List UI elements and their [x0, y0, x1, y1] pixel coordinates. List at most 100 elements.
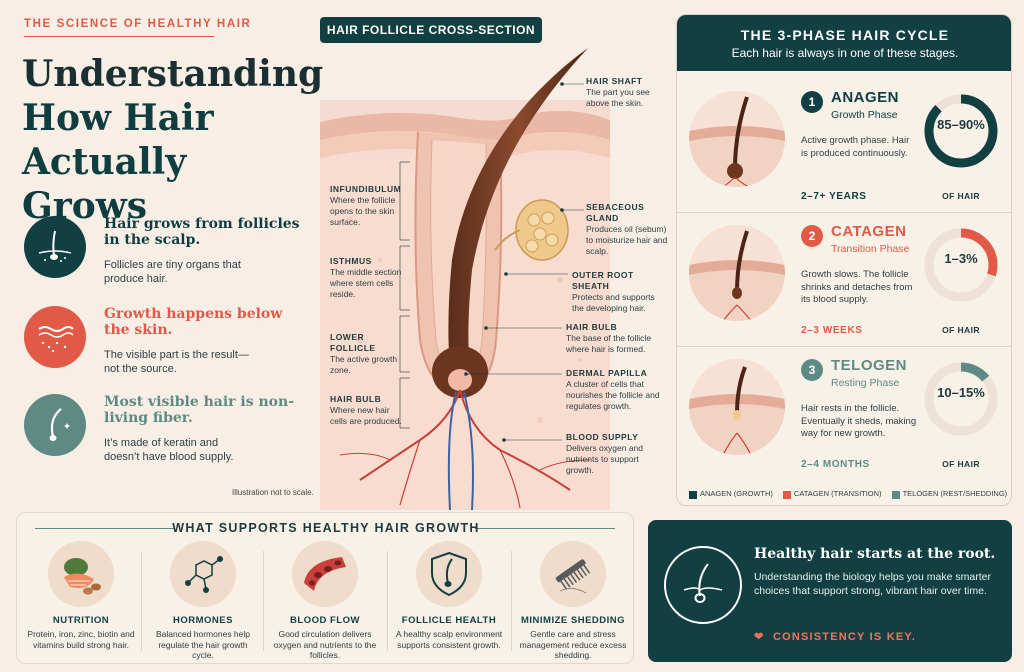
phase-anagen: 1 ANAGEN Growth Phase Active growth phas… [677, 79, 1011, 213]
phase-subtitle: Transition Phase [831, 243, 910, 255]
cycle-title: THE 3-PHASE HAIR CYCLE [740, 27, 950, 43]
phase-ring [924, 362, 998, 436]
catagen-illustration [689, 225, 785, 321]
phase-description: Hair rests in the follicle. Eventually i… [801, 403, 917, 439]
kicker: THE SCIENCE OF HEALTHY HAIR [24, 18, 252, 30]
title-line-3: Actually Grows [22, 141, 187, 227]
ring-fill [924, 362, 998, 436]
phase-catagen: 2 CATAGEN Transition Phase Growth slows.… [677, 213, 1011, 347]
anagen-illustration [689, 91, 785, 187]
phase-ring [924, 228, 998, 302]
telogen-illustration [689, 359, 785, 455]
divider [511, 551, 512, 651]
support-name: FOLLICLE HEALTH [401, 615, 497, 626]
phase-ring [924, 94, 998, 168]
fact-body: Follicles are tiny organs that produce h… [104, 259, 241, 285]
support-item-blood-flow: BLOOD FLOW Good circulation delivers oxy… [265, 541, 385, 661]
phase-duration: 2–7+ YEARS [801, 191, 867, 202]
fact-heading: Most visible hair is non-living fiber. [104, 394, 294, 426]
phase-number: 2 [801, 225, 823, 247]
shield-follicle-icon [416, 541, 482, 607]
support-name: BLOOD FLOW [290, 615, 360, 626]
phase-percentage: 10–15% [937, 385, 985, 400]
hair-strand-icon [24, 394, 86, 456]
fact-body: The visible part is the result—not the s… [104, 349, 249, 375]
root-callout: Healthy hair starts at the root. Underst… [648, 520, 1012, 662]
scale-note: Illustration not to scale. [232, 488, 314, 497]
heart-icon: ❤ [754, 631, 765, 643]
callout-heading: Healthy hair starts at the root. [754, 546, 996, 562]
legend-item: ANAGEN (GROWTH) [689, 489, 773, 499]
fact-body: It’s made of keratin and doesn’t have bl… [104, 437, 234, 463]
fact-heading: Hair grows from follicles in the scalp. [104, 216, 300, 248]
title-line-2: How Hair [22, 97, 214, 139]
molecule-icon [170, 541, 236, 607]
phase-percentage: 85–90% [937, 117, 985, 132]
phase-subtitle: Growth Phase [831, 109, 898, 121]
phase-description: Growth slows. The follicle shrinks and d… [801, 269, 913, 305]
hair-cycle-panel: THE 3-PHASE HAIR CYCLE Each hair is alwa… [676, 14, 1012, 506]
support-description: Good circulation delivers oxygen and nut… [273, 629, 377, 660]
support-item-minimize-shedding: MINIMIZE SHEDDING Gentle care and stress… [513, 541, 633, 661]
follicle-icon [24, 216, 86, 278]
phase-percentage: 1–3% [944, 251, 978, 266]
dermal-papilla [448, 369, 472, 391]
title-line-1: Understanding [22, 53, 324, 95]
leader-lines [399, 82, 584, 442]
fact-item: Growth happens below the skin. The visib… [24, 306, 324, 376]
kicker-divider [24, 36, 214, 37]
phase-duration: 2–3 WEEKS [801, 325, 863, 336]
divider [387, 551, 388, 651]
support-description: A healthy scalp environment supports con… [395, 629, 503, 650]
cycle-header: THE 3-PHASE HAIR CYCLE Each hair is alwa… [677, 15, 1011, 71]
supports-title: WHAT SUPPORTS HEALTHY HAIR GROWTH [172, 521, 480, 535]
diagram-title: HAIR FOLLICLE CROSS-SECTION [320, 17, 542, 43]
phase-duration: 2–4 MONTHS [801, 459, 870, 470]
follicle-diagram [320, 48, 610, 510]
phase-telogen: 3 TELOGEN Resting Phase Hair rests in th… [677, 347, 1011, 481]
phase-subtitle: Resting Phase [831, 377, 900, 389]
ring-fill [924, 94, 998, 168]
of-hair-label: OF HAIR [942, 191, 980, 201]
callout-body: Understanding the biology helps you make… [754, 571, 991, 597]
phase-name: ANAGEN [831, 89, 900, 106]
legend-item: CATAGEN (TRANSITION) [782, 489, 882, 499]
sebaceous-gland [494, 199, 569, 261]
of-hair-label: OF HAIR [942, 325, 980, 335]
divider [263, 551, 264, 651]
divider [141, 551, 142, 651]
follicle-outline-icon [664, 546, 742, 624]
support-name: NUTRITION [52, 615, 110, 626]
page-title: Understanding How Hair Actually Grows [22, 52, 324, 228]
callout-footer: ❤ CONSISTENCY IS KEY. [754, 630, 916, 643]
phase-number: 3 [801, 359, 823, 381]
blood-supply [339, 389, 591, 510]
comb-icon [540, 541, 606, 607]
hair-shaft [448, 48, 588, 370]
food-icon [48, 541, 114, 607]
phase-description: Active growth phase. Hair is produced co… [801, 135, 910, 159]
ring-fill [924, 228, 998, 302]
legend-item: TELOGEN (REST/SHEDDING) [891, 489, 1007, 499]
cycle-legend: ANAGEN (GROWTH) CATAGEN (TRANSITION) TEL… [689, 487, 1009, 501]
support-description: Protein, iron, zinc, biotin and vitamins… [27, 629, 135, 650]
fact-item: Hair grows from follicles in the scalp. … [24, 216, 324, 286]
blood-vessel-icon [292, 541, 358, 607]
callout-footer-text: CONSISTENCY IS KEY. [772, 631, 916, 643]
support-name: MINIMIZE SHEDDING [520, 615, 626, 626]
supports-panel: WHAT SUPPORTS HEALTHY HAIR GROWTH NUTRIT… [16, 512, 634, 664]
support-description: Balanced hormones help regulate the hair… [155, 629, 251, 660]
fact-heading: Growth happens below the skin. [104, 306, 283, 338]
support-description: Gentle care and stress management reduce… [519, 629, 627, 660]
of-hair-label: OF HAIR [942, 459, 980, 469]
cycle-subtitle: Each hair is always in one of these stag… [731, 46, 959, 60]
support-item-follicle-health: FOLLICLE HEALTH A healthy scalp environm… [389, 541, 509, 661]
